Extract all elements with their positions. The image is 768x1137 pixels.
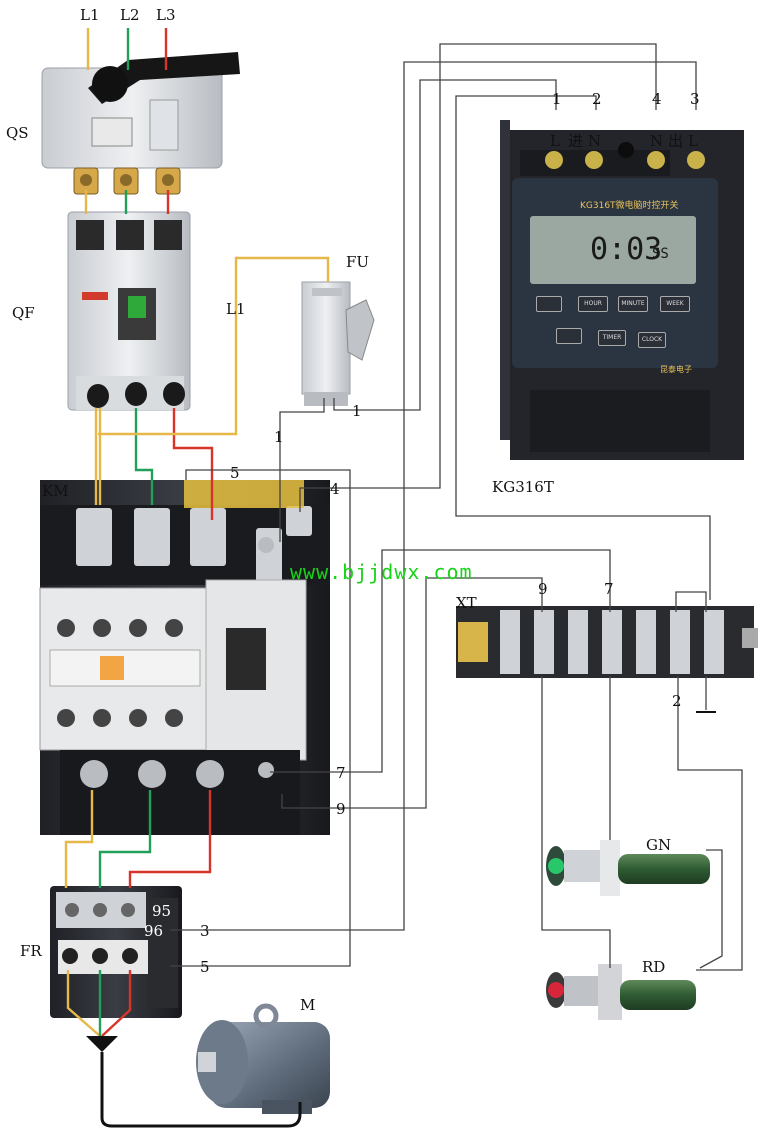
- label-rd: RD: [642, 958, 666, 976]
- timer-terminal-number-4: 4: [652, 90, 662, 108]
- wire-number-xt-9: 9: [538, 580, 548, 598]
- wire-number-fr-96: 96: [144, 922, 164, 940]
- label-fr: FR: [20, 942, 42, 960]
- wire-number-fr-5: 5: [200, 958, 210, 976]
- wire-number-km-5: 5: [230, 464, 240, 482]
- timer-terminal-letter-out: 出: [668, 132, 684, 150]
- timer-brand: 昆泰电子: [660, 365, 692, 374]
- timer-button-minute[interactable]: MINUTE: [618, 296, 648, 312]
- label-l3-top: L3: [156, 6, 176, 24]
- timer-button-week[interactable]: WEEK: [660, 296, 690, 312]
- fu-fuse: [301, 281, 375, 406]
- lamp-red: [546, 964, 696, 1020]
- wire-number-fr-95: 95: [152, 902, 172, 920]
- label-qs: QS: [6, 124, 29, 142]
- wire-number-xt-2: 2: [672, 692, 682, 710]
- label-m: M: [300, 996, 316, 1014]
- timer-button-manual[interactable]: [556, 328, 582, 344]
- timer-button-hour[interactable]: HOUR: [578, 296, 608, 312]
- timer-terminal-number-1: 1: [552, 90, 562, 108]
- lamp-green: [546, 840, 710, 896]
- power-wires: [64, 28, 330, 1037]
- label-l2-top: L2: [120, 6, 140, 24]
- timer-display: 0:03: [590, 232, 663, 267]
- timer-terminal-number-2: 2: [592, 90, 602, 108]
- timer-terminal-number-3: 3: [690, 90, 700, 108]
- label-l1-top: L1: [80, 6, 100, 24]
- wire-number-km-4: 4: [330, 480, 340, 498]
- label-gn: GN: [646, 836, 672, 854]
- xt-terminal-block: [456, 606, 758, 678]
- qs-isolator: [41, 52, 240, 195]
- timer-terminal-letter-n-in: N: [588, 132, 602, 150]
- timer-terminal-letter-n-out: N: [650, 132, 664, 150]
- timer-display-unit: SS: [652, 246, 669, 262]
- label-l1-fuse: L1: [226, 300, 246, 318]
- timer-button-clock[interactable]: CLOCK: [638, 332, 666, 348]
- timer-terminal-letter-l-in: L: [550, 132, 560, 150]
- watermark: www.bjjdwx.com: [290, 560, 473, 584]
- control-wires: [170, 43, 743, 971]
- qf-breaker: [67, 211, 191, 411]
- wire-number-fu-out: 1: [352, 402, 362, 420]
- label-kg316t: KG316T: [492, 478, 554, 496]
- motor: [196, 1003, 330, 1114]
- label-xt: XT: [456, 594, 477, 612]
- timer-button-cancel[interactable]: [536, 296, 562, 312]
- label-fu: FU: [346, 253, 370, 271]
- wire-number-fr-3: 3: [200, 922, 210, 940]
- star-point-icon: [86, 1036, 118, 1052]
- wire-number-km-9: 9: [336, 800, 346, 818]
- timer-body: [500, 120, 744, 460]
- label-km: KM: [42, 482, 69, 500]
- timer-model-text: KG316T微电脑时控开关: [580, 201, 679, 211]
- label-qf: QF: [12, 304, 35, 322]
- wire-number-fu-mid: 1: [274, 428, 284, 446]
- fr-relay: [50, 886, 182, 1018]
- timer-terminal-letter-in: 进: [568, 132, 584, 150]
- km-contactor: [39, 480, 330, 835]
- timer-button-timer[interactable]: TIMER: [598, 330, 626, 346]
- timer-terminal-letter-l-out: L: [688, 132, 698, 150]
- wire-number-km-7: 7: [336, 764, 346, 782]
- motor-loop-wire: [100, 1052, 302, 1128]
- wire-number-xt-7: 7: [604, 580, 614, 598]
